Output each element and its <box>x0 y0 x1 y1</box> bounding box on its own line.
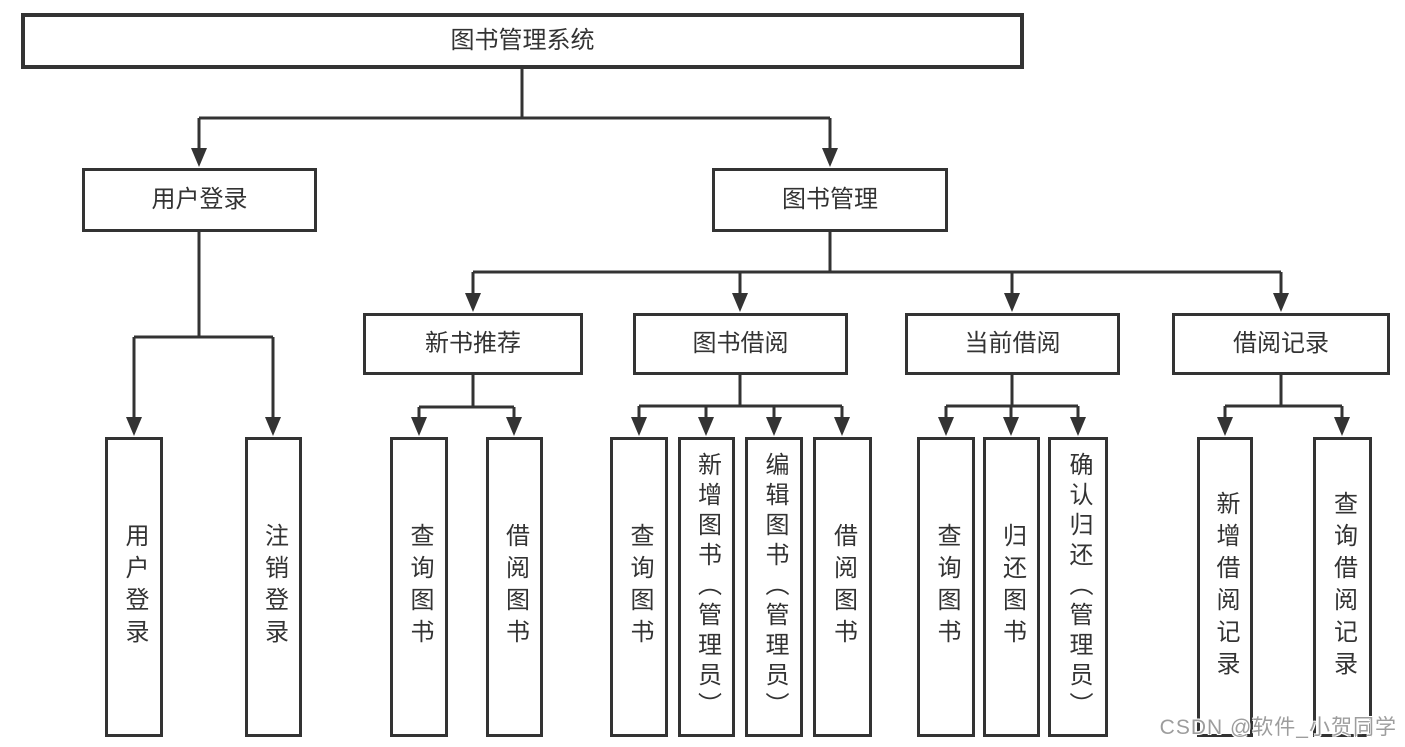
node-user-login: 用户登录 <box>82 168 317 232</box>
leaf-label: 借阅图书 <box>501 523 529 651</box>
leaf-label: 确认归还（管理员） <box>1065 452 1092 722</box>
leaf-cb-return-books: 归还图书 <box>983 437 1040 737</box>
leaf-label: 查询图书 <box>933 523 960 651</box>
node-borrowing-records: 借阅记录 <box>1172 313 1390 375</box>
leaf-nb-query-books: 查询图书 <box>390 437 448 737</box>
leaf-cb-confirm-return-admin: 确认归还（管理员） <box>1048 437 1108 737</box>
node-label: 图书借阅 <box>692 330 789 357</box>
node-book-management: 图书管理 <box>712 168 948 232</box>
leaf-bb-edit-books-admin: 编辑图书（管理员） <box>745 437 803 737</box>
leaf-label: 查询图书 <box>406 523 433 651</box>
leaf-bb-borrow-books: 借阅图书 <box>813 437 872 737</box>
leaf-nb-borrow-books: 借阅图书 <box>486 437 543 737</box>
node-label: 图书管理 <box>782 186 878 213</box>
leaf-label: 新增借阅记录 <box>1212 491 1239 683</box>
node-label: 借阅记录 <box>1233 330 1329 357</box>
node-label: 当前借阅 <box>964 330 1061 357</box>
leaf-cb-query-books: 查询图书 <box>917 437 975 737</box>
leaf-label: 用户登录 <box>121 523 148 651</box>
leaf-label: 借阅图书 <box>829 523 857 651</box>
node-label: 图书管理系统 <box>450 27 595 54</box>
leaf-br-query-borrow-record: 查询借阅记录 <box>1313 437 1372 737</box>
watermark: CSDN @软件_小贺同学 <box>1159 716 1397 739</box>
leaf-user-login: 用户登录 <box>105 437 163 737</box>
node-new-book-recommendation: 新书推荐 <box>363 313 583 375</box>
leaf-label: 新增图书（管理员） <box>693 452 721 722</box>
leaf-label: 归还图书 <box>998 523 1026 651</box>
node-label: 新书推荐 <box>425 330 521 357</box>
leaf-br-add-borrow-record: 新增借阅记录 <box>1197 437 1253 737</box>
leaf-label: 查询借阅记录 <box>1329 491 1357 683</box>
node-library-management-system: 图书管理系统 <box>21 13 1024 69</box>
leaf-label: 编辑图书（管理员） <box>761 452 788 722</box>
leaf-label: 查询图书 <box>626 523 653 651</box>
leaf-bb-add-books-admin: 新增图书（管理员） <box>678 437 735 737</box>
leaf-bb-query-books: 查询图书 <box>610 437 668 737</box>
node-label: 用户登录 <box>151 186 248 213</box>
leaf-logout: 注销登录 <box>245 437 302 737</box>
leaf-label: 注销登录 <box>260 523 288 651</box>
node-book-borrowing: 图书借阅 <box>633 313 848 375</box>
node-current-borrowing: 当前借阅 <box>905 313 1120 375</box>
